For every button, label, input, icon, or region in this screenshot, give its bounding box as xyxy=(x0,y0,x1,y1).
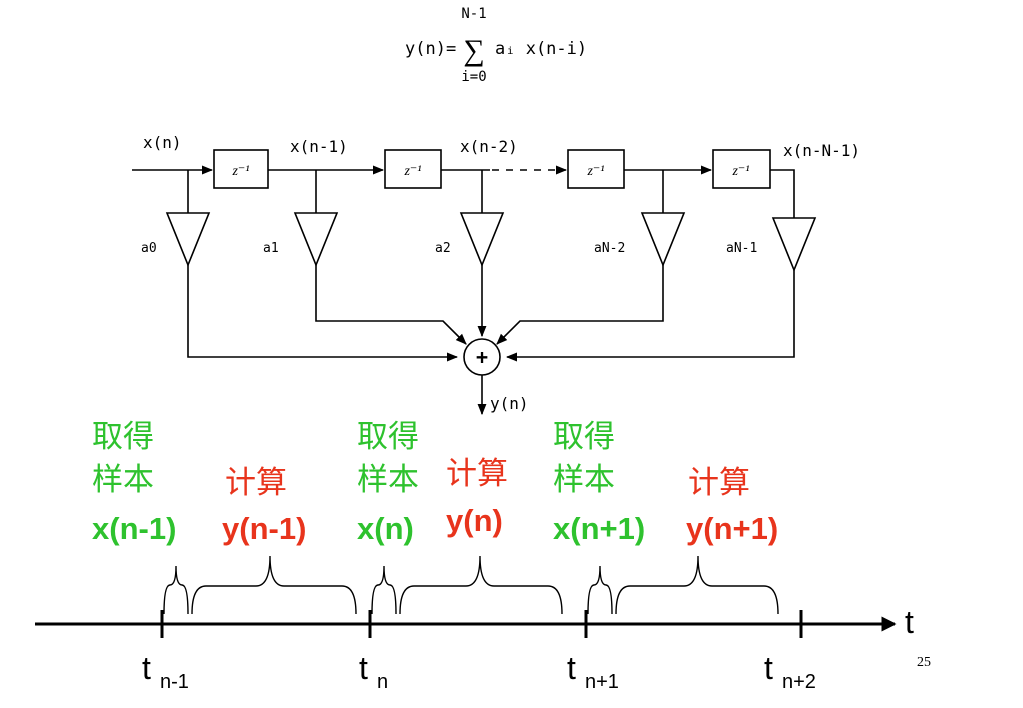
sample-line2: 样本 xyxy=(357,462,419,497)
sample-var: x(n+1) xyxy=(553,511,645,546)
compute-brace xyxy=(399,555,563,615)
sample-line2: 样本 xyxy=(553,462,615,497)
sum-symbol: ∑ xyxy=(463,34,484,67)
sample-line1: 取得 xyxy=(553,419,615,454)
delay-block xyxy=(384,149,442,189)
tick-label-sub: n+2 xyxy=(782,671,816,693)
tick-label-sub: n+1 xyxy=(585,671,619,693)
timeline-braces xyxy=(163,555,779,615)
compute-brace xyxy=(191,555,357,615)
compute-brace xyxy=(615,555,779,615)
tick-label-base: t xyxy=(567,650,576,686)
tick-label-base: t xyxy=(142,650,151,686)
time-axis-label: t xyxy=(905,604,914,640)
delay-block xyxy=(567,149,625,189)
delay-block xyxy=(712,149,771,189)
sum-path-aN-1 xyxy=(505,270,795,362)
compute-var: y(n+1) xyxy=(686,511,778,546)
signal-x-n: x(n) xyxy=(143,133,182,152)
formula-lhs: y(n)= xyxy=(405,39,456,59)
sample-brace xyxy=(587,565,613,615)
time-tick-labels: t t n-1 t n t n+1 t n+2 xyxy=(142,604,914,693)
adder-plus: + xyxy=(476,345,488,369)
coef-a1: a1 xyxy=(263,241,279,256)
sample-brace xyxy=(163,565,189,615)
sample-line2: 样本 xyxy=(92,462,154,497)
fir-labels: + x(n) x(n-1) x(n-2) x(n-N-1) y(n) z⁻¹ z… xyxy=(141,133,860,413)
signal-x-n-1: x(n-1) xyxy=(290,137,348,156)
signal-y-n: y(n) xyxy=(490,394,529,413)
compute-label: 计算 xyxy=(225,465,287,500)
formula-term: aᵢ x(n-i) xyxy=(495,39,587,59)
compute-var: y(n) xyxy=(446,503,503,538)
delay-label: z⁻¹ xyxy=(731,164,749,179)
signal-x-n-N-1: x(n-N-1) xyxy=(783,141,860,160)
sum-path-a0 xyxy=(187,265,459,362)
delay-label: z⁻¹ xyxy=(403,164,421,179)
sum-lower-limit: i=0 xyxy=(461,69,486,85)
sum-upper-limit: N-1 xyxy=(461,6,486,22)
coef-a2: a2 xyxy=(435,241,451,256)
fir-diagram xyxy=(132,149,817,416)
signal-x-n-2: x(n-2) xyxy=(460,137,518,156)
compute-var: y(n-1) xyxy=(222,511,306,546)
delay-block xyxy=(213,149,269,189)
sample-brace xyxy=(371,565,397,615)
coef-a0: a0 xyxy=(141,241,157,256)
gain-triangle xyxy=(771,217,817,273)
gain-triangle xyxy=(459,212,505,268)
coef-aN-2: aN-2 xyxy=(594,241,625,256)
compute-label: 计算 xyxy=(446,456,508,491)
sample-line1: 取得 xyxy=(92,419,154,454)
timeline-labels: 取得 样本 x(n-1) 计算 y(n-1) 取得 样本 x(n) 计算 y(n… xyxy=(92,419,778,546)
tick-label-sub: n-1 xyxy=(160,671,189,693)
compute-label: 计算 xyxy=(688,465,750,500)
slide-number: 25 xyxy=(917,655,931,670)
coef-aN-1: aN-1 xyxy=(726,241,757,256)
delay-label: z⁻¹ xyxy=(586,164,604,179)
tick-label-base: t xyxy=(359,650,368,686)
tick-label-sub: n xyxy=(377,671,388,693)
sum-path-aN-2 xyxy=(496,265,664,345)
formula: y(n)= N-1 ∑ i=0 aᵢ x(n-i) xyxy=(405,6,587,85)
gain-triangle xyxy=(640,212,686,268)
gain-triangle xyxy=(293,212,339,268)
sample-var: x(n) xyxy=(357,511,414,546)
sample-var: x(n-1) xyxy=(92,511,176,546)
delay-label: z⁻¹ xyxy=(231,164,249,179)
last-tap-line xyxy=(770,169,795,218)
time-axis xyxy=(35,610,897,638)
sample-line1: 取得 xyxy=(357,419,419,454)
tick-label-base: t xyxy=(764,650,773,686)
gain-triangle xyxy=(165,212,211,268)
sum-path-a1 xyxy=(315,265,467,345)
